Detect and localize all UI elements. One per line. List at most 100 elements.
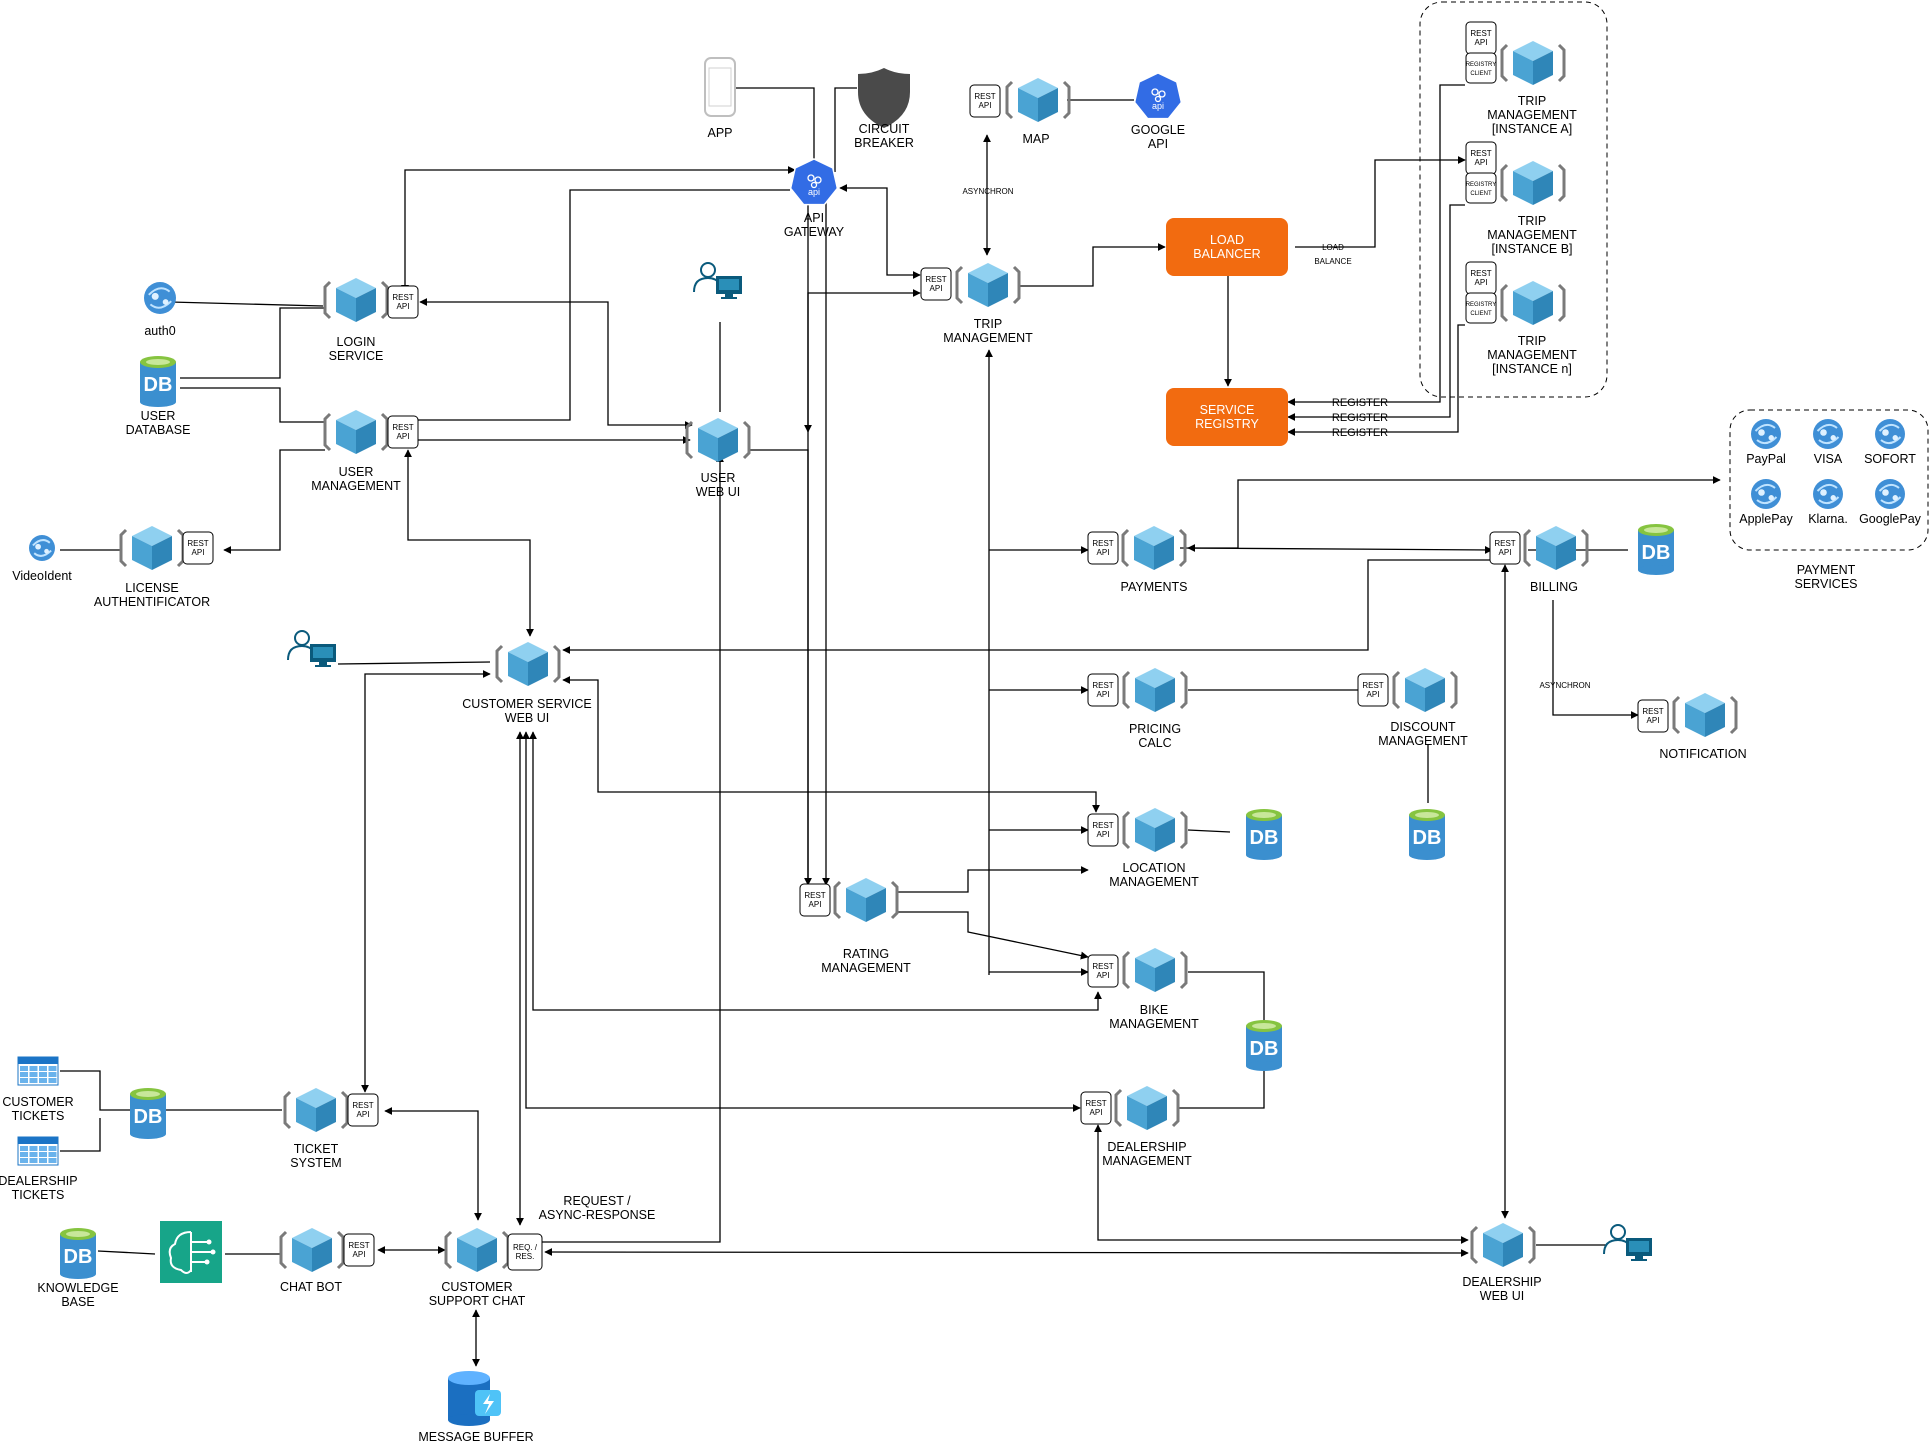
knowledge-base-label-line-2: BASE — [61, 1295, 94, 1309]
dealership-web-ui-label-line-1: DEALERSHIP — [1462, 1275, 1541, 1289]
trip-instance-b-rest-api-text-2: API — [1475, 158, 1488, 167]
ticket-system-label-line-1: TICKET — [294, 1142, 339, 1156]
payment-provider-2-label: VISA — [1814, 452, 1843, 466]
map-label: MAP — [1022, 132, 1049, 146]
request-async-label-line-1: REQUEST / — [563, 1194, 631, 1208]
trip-instance-n-rest-api-text-2: API — [1475, 278, 1488, 287]
trip-instance-b-label-line-3: [INSTANCE B] — [1491, 242, 1572, 256]
payments-label: PAYMENTS — [1121, 580, 1188, 594]
login-userwebui — [419, 298, 693, 429]
trip-instance-n-label-line-2: MANAGEMENT — [1487, 348, 1577, 362]
customer-tickets-label-line-2: TICKETS — [12, 1109, 65, 1123]
auth0-icon — [144, 282, 176, 314]
notification-rest-api-text-1: REST — [1642, 707, 1663, 716]
payment-provider-3-label: SOFORT — [1864, 452, 1916, 466]
trip-instances-group — [1419, 1, 1608, 398]
breaker-to-gateway — [834, 87, 857, 172]
rating-management-icon — [833, 878, 899, 922]
bike-rest-api-text-1: REST — [1092, 962, 1113, 971]
groups — [1419, 1, 1929, 551]
ticket-system-label-line-2: SYSTEM — [290, 1156, 341, 1170]
gateway-login — [401, 166, 796, 293]
ai-brain-icon — [160, 1221, 222, 1283]
bike-management-icon — [1122, 948, 1188, 992]
ticket-system-icon — [283, 1088, 349, 1132]
db-text: DB — [134, 1106, 163, 1128]
discount-rest-api-text-2: API — [1367, 690, 1380, 699]
user-web-ui-label-line-1: USER — [701, 471, 736, 485]
user-database-label-line-2: DATABASE — [126, 423, 191, 437]
trip-instance-n-icon — [1500, 281, 1566, 325]
userwebui-trip — [804, 289, 921, 433]
user-management-label-line-1: USER — [339, 465, 374, 479]
user-management-icon — [323, 410, 389, 454]
ticket-rest-api-text-2: API — [357, 1110, 370, 1119]
rating-bike — [898, 911, 1089, 960]
customer-tickets-icon — [17, 1056, 59, 1086]
app-label: APP — [707, 126, 732, 140]
chat-bot-icon — [279, 1228, 345, 1272]
rating-management-label-line-1: RATING — [843, 947, 889, 961]
chat-dealerweb — [544, 1248, 1469, 1257]
chat-bot-rest-api-text-1: REST — [348, 1241, 369, 1250]
google-api-label-line-1: GOOGLE — [1131, 123, 1185, 137]
payment-services-label-line-2: SERVICES — [1795, 577, 1858, 591]
load-balancer-label-line-1: LOAD — [1210, 233, 1244, 247]
trip-instance-a-rest-api-text-1: REST — [1470, 29, 1491, 38]
knowledge-base-label-line-1: KNOWLEDGE — [37, 1281, 118, 1295]
dealership-web-ui-label-line-2: WEB UI — [1480, 1289, 1524, 1303]
notification-icon — [1672, 693, 1738, 737]
trip-management-label-line-2: MANAGEMENT — [943, 331, 1033, 345]
app-to-gateway — [730, 87, 815, 172]
pricing-rest-api-text-1: REST — [1092, 681, 1113, 690]
rating-location — [898, 866, 1089, 893]
trip-instance-b-icon — [1500, 161, 1566, 205]
queue-storage-icon — [448, 1371, 501, 1426]
trip-instance-n-registry-client-text-2: CLIENT — [1470, 311, 1492, 317]
message-buffer-label: MESSAGE BUFFER — [418, 1430, 533, 1444]
register-a — [1287, 84, 1465, 406]
payment-provider-4-icon — [1751, 479, 1781, 509]
db-text: DB — [1413, 827, 1442, 849]
videoident-icon — [29, 535, 55, 561]
usermgmt-csweb — [404, 449, 534, 637]
trip-rest-api-text-1: REST — [925, 275, 946, 284]
map-rest-api-text-2: API — [979, 101, 992, 110]
license-auth-label-line-1: LICENSE — [125, 581, 179, 595]
db-text: DB — [1250, 1038, 1279, 1060]
customer-support-chat-label-line-1: CUSTOMER — [441, 1280, 512, 1294]
location-management-label-line-1: LOCATION — [1123, 861, 1186, 875]
payment-provider-1-label: PayPal — [1746, 452, 1786, 466]
billing-rest-api-text-1: REST — [1494, 539, 1515, 548]
req-res-badge-text-2: RES. — [516, 1252, 535, 1261]
user-management-rest-api-text-2: API — [397, 432, 410, 441]
billing-rest-api-text-2: API — [1499, 548, 1512, 557]
trip-management-label-line-1: TRIP — [974, 317, 1002, 331]
auth0-login — [169, 301, 324, 307]
trip-loadbalancer — [1020, 243, 1166, 287]
location-rest-api-text-1: REST — [1092, 821, 1113, 830]
login-service-label-line-2: SERVICE — [329, 349, 384, 363]
dealer-tickets-db — [60, 1118, 101, 1152]
dealership-web-ui-icon — [1470, 1223, 1536, 1267]
billing-icon — [1523, 526, 1589, 570]
videoident-label: VideoIdent — [12, 569, 72, 583]
billing-database-icon: DB — [1638, 524, 1674, 575]
auth0-label: auth0 — [144, 324, 175, 338]
phone-icon — [704, 57, 736, 117]
trip-instance-a-registry-client-text-1: REGISTRY — [1466, 62, 1497, 68]
dealership-tickets-label-line-2: TICKETS — [12, 1188, 65, 1202]
circuit-breaker-label-line-2: BREAKER — [854, 136, 914, 150]
location-database-icon: DB — [1246, 809, 1282, 860]
